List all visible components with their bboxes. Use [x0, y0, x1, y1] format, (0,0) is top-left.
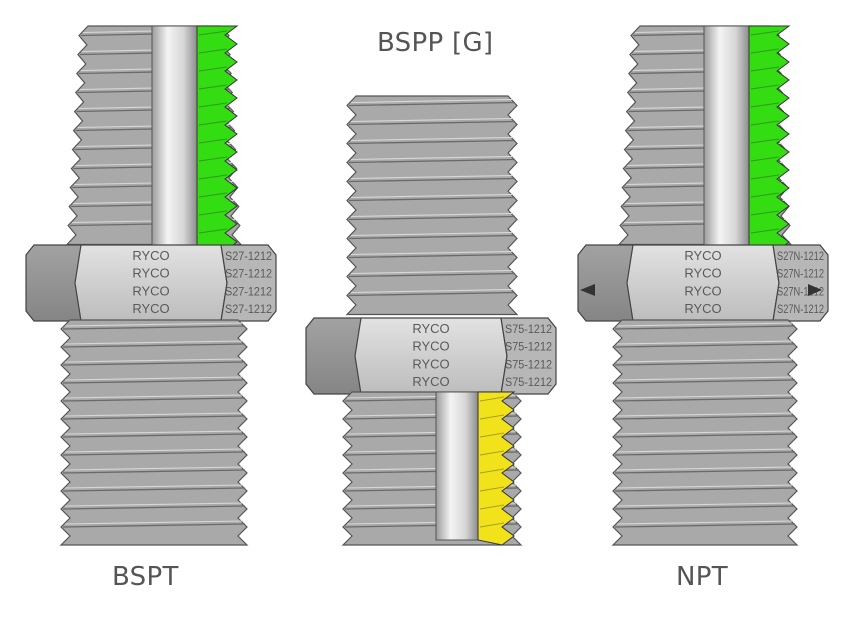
bspp-fitting: RYCORYCORYCORYCOS75-1212S75-1212S75-1212…	[305, 95, 557, 546]
bspp-thread-section	[477, 391, 516, 546]
bspp-hex-side-text: S75-1212	[505, 359, 552, 371]
bspp-hex-side-text: S75-1212	[505, 342, 552, 354]
npt-thread-section	[748, 25, 791, 252]
bspt-hex-center-text: RYCO	[132, 301, 169, 316]
bspp-hex-center-text: RYCO	[412, 321, 449, 336]
bspp-caption: BSPP [G]	[377, 28, 494, 58]
bspt-bore	[151, 25, 198, 251]
bspp-hex-left-face	[305, 317, 362, 395]
bspp-hex-center-text: RYCO	[412, 374, 449, 389]
npt-hex-left-face	[577, 244, 634, 322]
bspt-thread-section	[196, 25, 239, 252]
bspt-hex-side-text: S27-1212	[225, 286, 272, 298]
npt-hex-side-text: S27N-1212	[777, 304, 824, 316]
npt-fitting: RYCORYCORYCORYCOS27N-1212S27N-1212S27N-1…	[577, 25, 829, 546]
npt-hex-right-face	[772, 244, 829, 322]
bspp-hex-center-text: RYCO	[412, 339, 449, 354]
npt-bore	[703, 25, 750, 251]
bspt-hex-side-text: S27-1212	[225, 304, 272, 316]
npt-hex-side-text: S27N-1212	[777, 269, 824, 281]
bspp-hex-center-text: RYCO	[412, 356, 449, 371]
bspt-hex-left-face	[25, 244, 82, 322]
npt-hex-center-text: RYCO	[684, 283, 721, 298]
bspp-hex-right-face	[500, 317, 557, 395]
bspt-hex-right-face	[220, 244, 277, 322]
bspt-fitting: RYCORYCORYCORYCOS27-1212S27-1212S27-1212…	[25, 25, 277, 546]
npt-caption: NPT	[676, 562, 728, 592]
bspt-hex-center-text: RYCO	[132, 266, 169, 281]
bspt-caption: BSPT	[112, 562, 179, 592]
bspp-upper-thread	[345, 95, 519, 316]
npt-hex-center-text: RYCO	[684, 248, 721, 263]
npt-hex-notch	[808, 284, 822, 296]
bspt-hex-side-text: S27-1212	[225, 269, 272, 281]
npt-hex-side-text: S27N-1212	[777, 251, 824, 263]
bspp-bore	[435, 391, 479, 541]
bspt-hex-side-text: S27-1212	[225, 251, 272, 263]
bspp-hex-side-text: S75-1212	[505, 377, 552, 389]
npt-hex-center-text: RYCO	[684, 266, 721, 281]
bspt-hex-center-text: RYCO	[132, 248, 169, 263]
bspt-hex-center-text: RYCO	[132, 283, 169, 298]
npt-hex-notch	[580, 284, 595, 296]
npt-hex-center-text: RYCO	[684, 301, 721, 316]
bspp-hex-side-text: S75-1212	[505, 324, 552, 336]
